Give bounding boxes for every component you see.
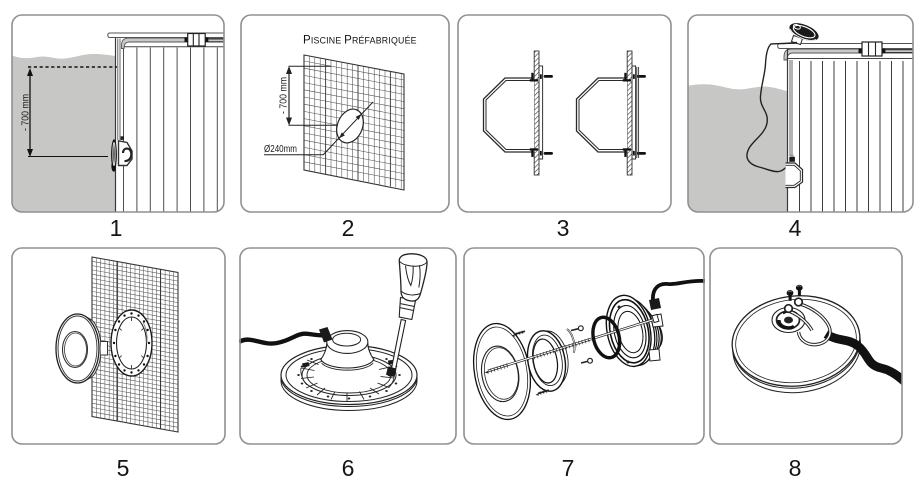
svg-text:- 700 mm: - 700 mm	[21, 94, 32, 131]
svg-text:- 700 mm: - 700 mm	[279, 77, 290, 114]
svg-text:PISCINE PRÉFABRIQUÉE: PISCINE PRÉFABRIQUÉE	[303, 35, 417, 47]
svg-text:Ø240mm: Ø240mm	[264, 144, 297, 155]
